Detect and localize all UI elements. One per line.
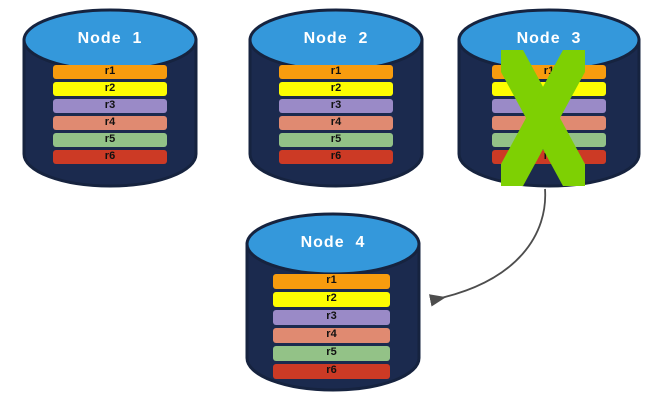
node-4-record-r1[interactable]: r1 <box>273 274 390 289</box>
node-3[interactable]: Node 3 r1 r2 r3 r4 r5 r6 <box>457 8 641 188</box>
node-2-record-r6[interactable]: r6 <box>279 150 393 164</box>
node-1-record-r1[interactable]: r1 <box>53 65 167 79</box>
node-1-record-r6[interactable]: r6 <box>53 150 167 164</box>
node-1-record-r5[interactable]: r5 <box>53 133 167 147</box>
node-1-record-r2[interactable]: r2 <box>53 82 167 96</box>
node-4-record-r3[interactable]: r3 <box>273 310 390 325</box>
node-4-record-r4[interactable]: r4 <box>273 328 390 343</box>
node-3-record-r5[interactable]: r5 <box>492 133 606 147</box>
node-2-record-r5[interactable]: r5 <box>279 133 393 147</box>
node-3-record-r2[interactable]: r2 <box>492 82 606 96</box>
node-2-record-r2[interactable]: r2 <box>279 82 393 96</box>
node-3-record-r1[interactable]: r1 <box>492 65 606 79</box>
node-4-record-r2[interactable]: r2 <box>273 292 390 307</box>
node-2-record-r3[interactable]: r3 <box>279 99 393 113</box>
node-3-record-r3[interactable]: r3 <box>492 99 606 113</box>
node-3-record-r4[interactable]: r4 <box>492 116 606 130</box>
node-2-record-r4[interactable]: r4 <box>279 116 393 130</box>
node-3-record-r6[interactable]: r6 <box>492 150 606 164</box>
node-2[interactable]: Node 2 r1 r2 r3 r4 r5 r6 <box>248 8 424 188</box>
node-1-record-r3[interactable]: r3 <box>53 99 167 113</box>
node-1-record-r4[interactable]: r4 <box>53 116 167 130</box>
node-4[interactable]: Node 4 r1 r2 r3 r4 r5 r6 <box>245 212 421 392</box>
node-4-record-r6[interactable]: r6 <box>273 364 390 379</box>
node-2-record-r1[interactable]: r1 <box>279 65 393 79</box>
node-4-record-r5[interactable]: r5 <box>273 346 390 361</box>
node-1[interactable]: Node 1 r1 r2 r3 r4 r5 r6 <box>22 8 198 188</box>
